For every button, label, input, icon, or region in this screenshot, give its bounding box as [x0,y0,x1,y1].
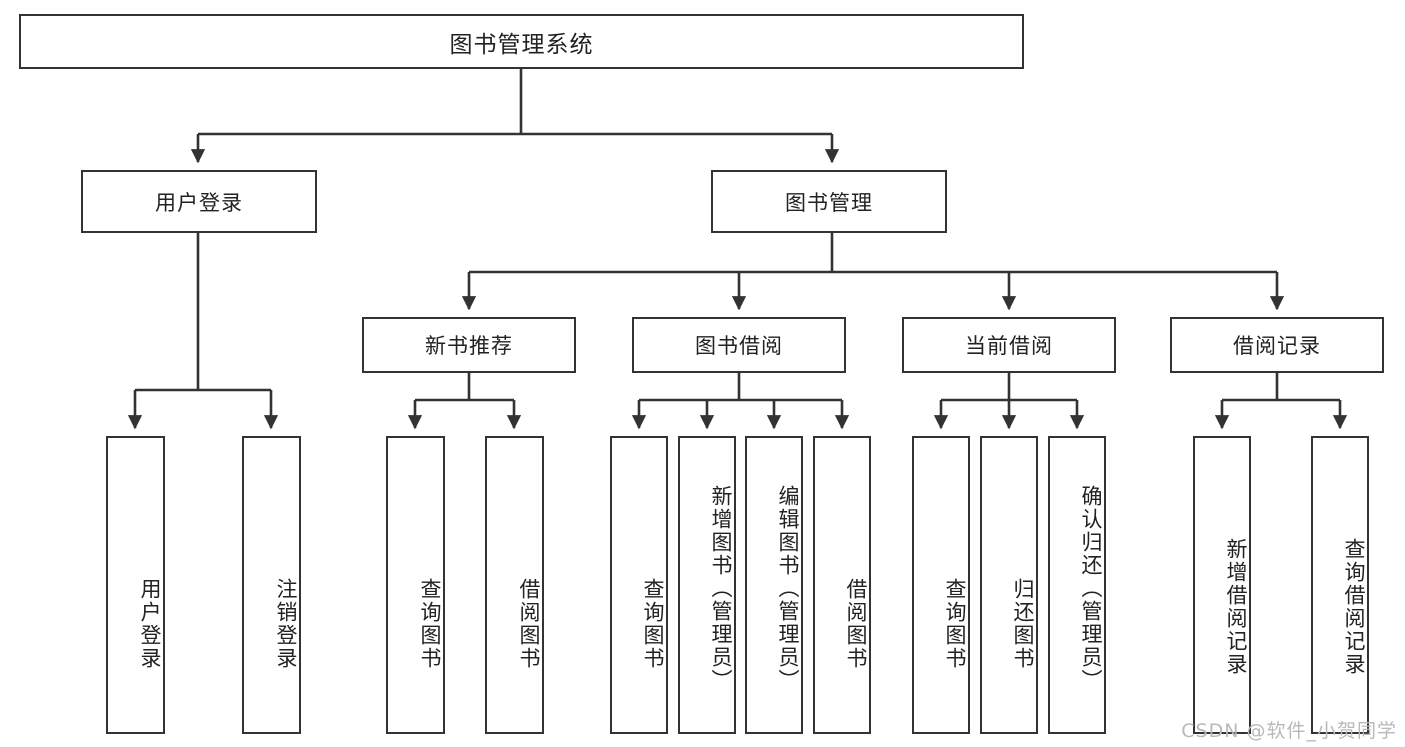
node-new-book-rec[interactable]: 新书推荐 [362,317,576,373]
leaf-confirm-return[interactable]: 确认归还（管理员） [1048,436,1106,734]
node-current-borrow[interactable]: 当前借阅 [902,317,1116,373]
node-user-login[interactable]: 用户登录 [81,170,317,233]
leaf-borrow-book-2[interactable]: 借阅图书 [813,436,871,734]
leaf-logout[interactable]: 注销登录 [242,436,301,734]
leaf-add-book[interactable]: 新增图书（管理员） [678,436,736,734]
node-root[interactable]: 图书管理系统 [19,14,1024,69]
leaf-edit-book[interactable]: 编辑图书（管理员） [745,436,803,734]
leaf-query-book-3[interactable]: 查询图书 [912,436,970,734]
leaf-user-login[interactable]: 用户登录 [106,436,165,734]
leaf-query-book-1[interactable]: 查询图书 [386,436,445,734]
leaf-query-record[interactable]: 查询借阅记录 [1311,436,1369,734]
watermark: CSDN @软件_小贺同学 [1181,720,1397,742]
node-book-borrow[interactable]: 图书借阅 [632,317,846,373]
node-book-manage[interactable]: 图书管理 [711,170,947,233]
leaf-add-record[interactable]: 新增借阅记录 [1193,436,1251,734]
leaf-query-book-2[interactable]: 查询图书 [610,436,668,734]
node-borrow-record[interactable]: 借阅记录 [1170,317,1384,373]
leaf-borrow-book-1[interactable]: 借阅图书 [485,436,544,734]
leaf-return-book[interactable]: 归还图书 [980,436,1038,734]
